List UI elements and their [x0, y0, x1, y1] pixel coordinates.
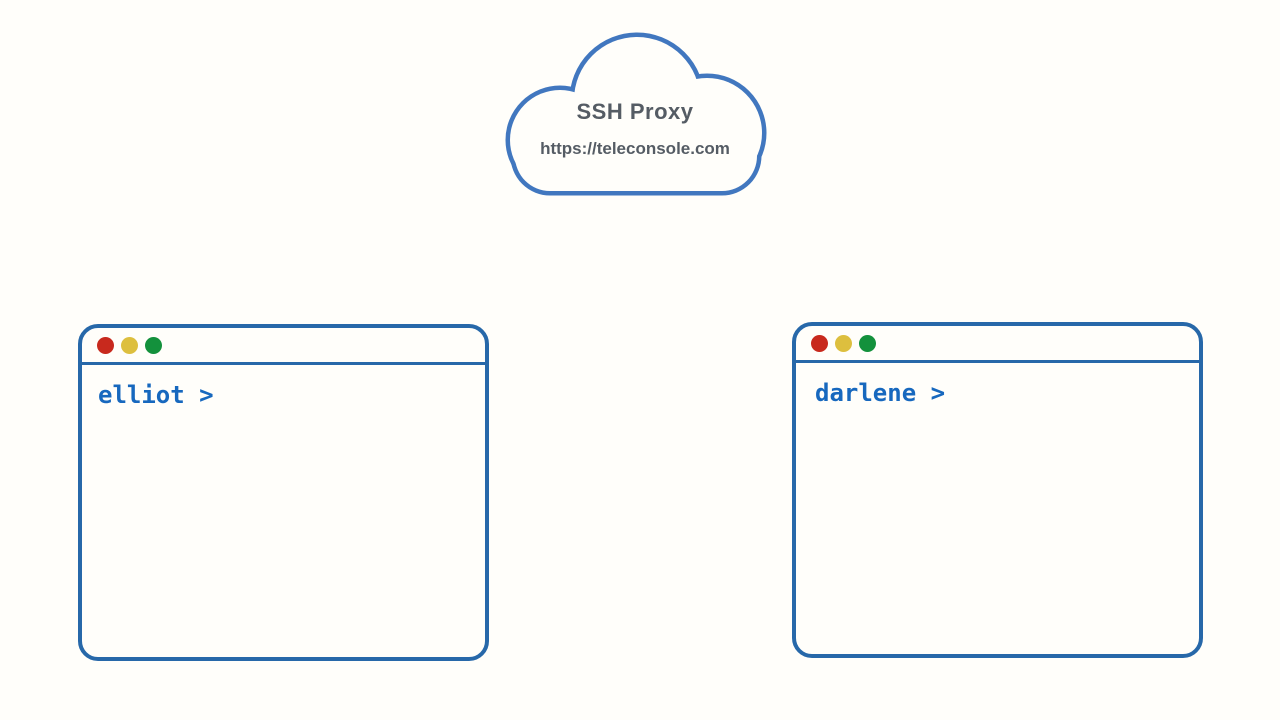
cloud-url: https://teleconsole.com	[540, 139, 730, 158]
red-dot-icon	[811, 334, 828, 352]
red-dot-icon	[97, 336, 114, 354]
terminal-window-darlene: darlene >	[792, 322, 1203, 658]
cloud-title: SSH Proxy	[576, 99, 694, 124]
yellow-dot-icon	[121, 336, 138, 354]
terminal-body: elliot >	[82, 365, 485, 409]
terminal-window-elliot: elliot >	[78, 324, 489, 661]
cloud-shape-icon	[505, 32, 767, 196]
terminal-titlebar	[82, 328, 485, 365]
terminal-titlebar	[796, 326, 1199, 363]
yellow-dot-icon	[835, 334, 852, 352]
green-dot-icon	[859, 334, 876, 352]
green-dot-icon	[145, 336, 162, 354]
terminal-prompt-elliot: elliot >	[98, 381, 214, 409]
terminal-body: darlene >	[796, 363, 1199, 407]
terminal-prompt-darlene: darlene >	[815, 379, 946, 407]
